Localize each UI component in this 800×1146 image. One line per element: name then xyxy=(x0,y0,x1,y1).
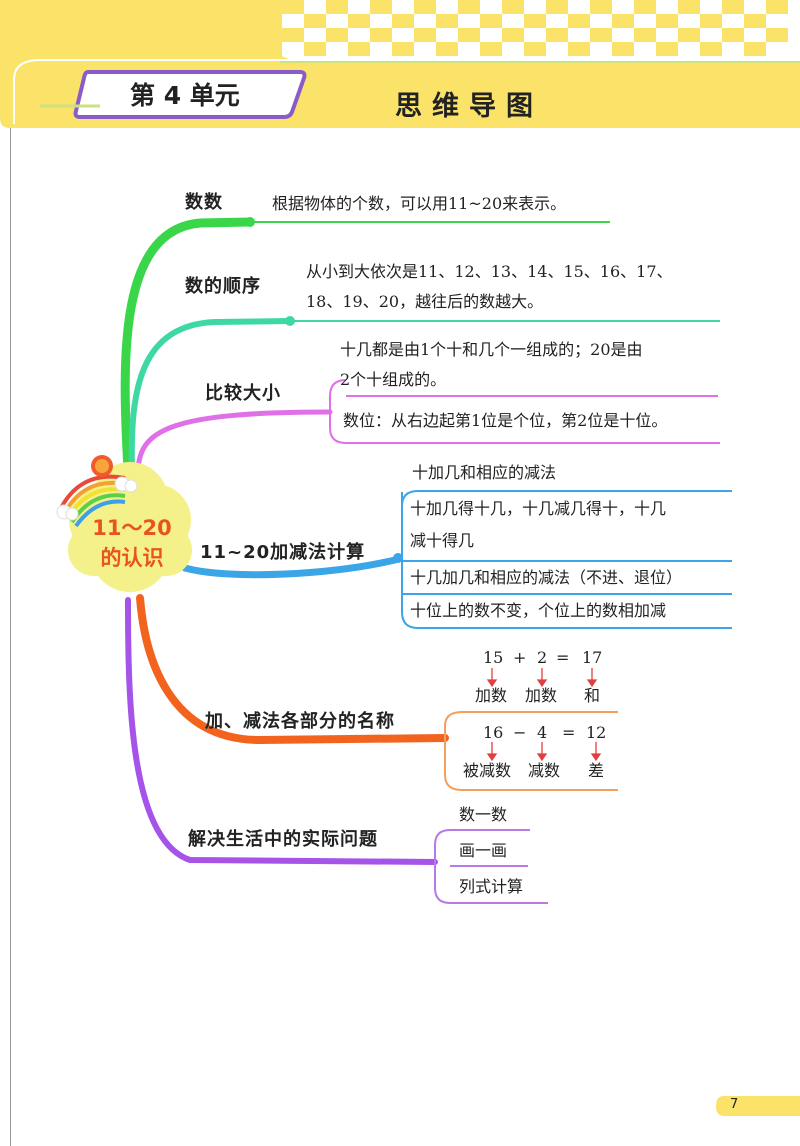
branch-order-line2: 18、19、20，越往后的数越大。 xyxy=(306,292,544,311)
add-label-b: 加数 xyxy=(525,686,558,705)
add-label-c: 和 xyxy=(584,686,601,705)
branch-shushu-label: 数数 xyxy=(185,192,223,213)
branch-calc-box1-line2: 减十得几 xyxy=(410,531,475,550)
sub-operator: − xyxy=(513,723,527,742)
solve-item: 数一数 xyxy=(459,805,508,824)
branch-compare-line2: 2个十组成的。 xyxy=(340,370,447,389)
sub-operand-b: 4 xyxy=(537,723,548,742)
page-number: 7 xyxy=(730,1097,739,1112)
add-result: 17 xyxy=(582,648,603,667)
sub-operand-a: 16 xyxy=(483,723,504,742)
branch-order-line1: 从小到大依次是11、12、13、14、15、16、17、 xyxy=(306,262,673,281)
branch-calc-box3: 十位上的数不变，个位上的数相加减 xyxy=(410,601,667,620)
branch-compare-label: 比较大小 xyxy=(205,383,281,404)
branch-solve-label: 解决生活中的实际问题 xyxy=(188,829,378,850)
branch-compare-line1: 十几都是由1个十和几个一组成的；20是由 xyxy=(340,340,643,359)
branch-order-label: 数的顺序 xyxy=(185,276,261,297)
branch-parts-label: 加、减法各部分的名称 xyxy=(205,711,395,732)
branch-calc-label: 11~20加减法计算 xyxy=(200,542,366,563)
branch-calc-box1-line1: 十加几得十几，十几减几得十，十几 xyxy=(410,499,667,518)
add-operand-b: 2 xyxy=(537,648,548,667)
unit-label: 第 4 单元 xyxy=(130,81,240,110)
solve-item: 画一画 xyxy=(459,841,508,860)
solve-item: 列式计算 xyxy=(459,877,524,896)
branch-compare-line3: 数位：从右边起第1位是个位，第2位是十位。 xyxy=(343,411,668,430)
sub-equals: = xyxy=(562,723,576,742)
page-border xyxy=(10,0,800,1146)
sub-label-b: 减数 xyxy=(528,761,561,780)
center-title-line2: 的认识 xyxy=(100,546,164,570)
center-title-line1: 11～20 xyxy=(92,516,172,540)
header-decoration xyxy=(0,0,800,128)
branch-shushu-desc: 根据物体的个数，可以用11~20来表示。 xyxy=(272,194,567,213)
add-operator: + xyxy=(513,648,527,667)
add-equals: = xyxy=(556,648,570,667)
sub-label-a: 被减数 xyxy=(463,761,512,780)
page-title: 思维导图 xyxy=(395,91,543,122)
branch-calc-top: 十加几和相应的减法 xyxy=(412,463,557,482)
sub-result: 12 xyxy=(586,723,607,742)
add-label-a: 加数 xyxy=(475,686,508,705)
sub-label-c: 差 xyxy=(588,761,605,780)
branch-calc-box2: 十几加几和相应的减法（不进、退位） xyxy=(410,568,683,587)
add-operand-a: 15 xyxy=(483,648,504,667)
